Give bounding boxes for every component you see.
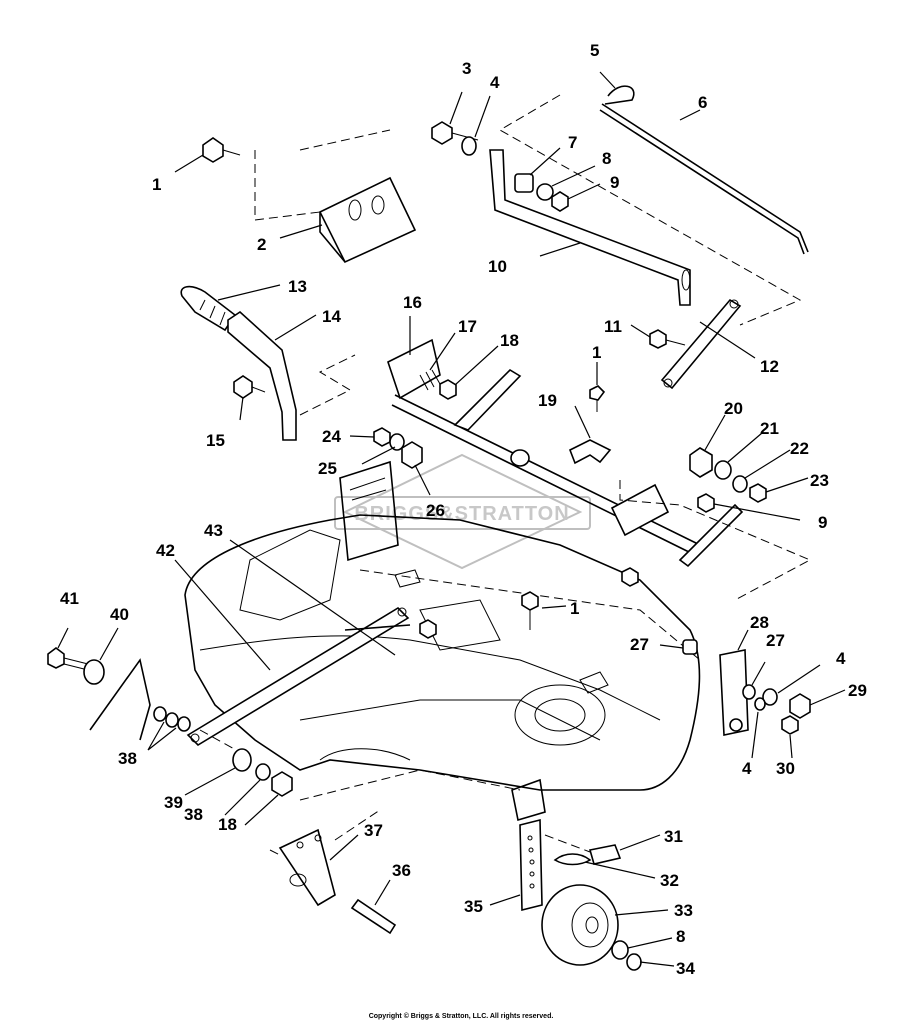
callout-34: 34 [676,959,695,978]
callout-32: 32 [660,871,679,890]
callout-26: 26 [426,501,445,520]
callout-18: 18 [500,331,519,350]
callout-4-right: 4 [836,649,846,668]
callout-17: 17 [458,317,477,336]
callout-10: 10 [488,257,507,276]
callout-9: 9 [610,173,619,192]
callout-20: 20 [724,399,743,418]
part-1-bolt-lower [521,567,639,630]
callout-3: 3 [462,59,471,78]
callout-37: 37 [364,821,383,840]
part-37-bracket [269,809,381,907]
callout-8-lower: 8 [676,927,685,946]
wheel-hardware [611,937,675,971]
callout-12: 12 [760,357,779,376]
part-14-handle-lever [227,310,356,441]
callout-11: 11 [604,317,622,336]
part-5-pin [599,71,635,105]
hardware-top [174,91,601,212]
mower-deck [184,514,701,801]
part-42-arm [174,559,410,747]
mount-plate [339,460,399,562]
callout-27: 27 [630,635,649,654]
callout-36: 36 [392,861,411,880]
part-15-bolt [233,375,266,421]
part-36-axle [350,879,397,935]
shaft-assembly [387,316,744,568]
callout-39: 39 [164,793,183,812]
right-hardware [659,629,846,759]
callout-6: 6 [698,93,707,112]
callout-30: 30 [776,759,795,778]
callout-22: 22 [790,439,809,458]
callout-16: 16 [403,293,422,312]
part-32-clip [553,853,656,879]
callout-38-lower: 38 [184,805,203,824]
callout-25: 25 [318,459,337,478]
part-2-bracket [254,129,417,264]
callout-31: 31 [664,827,683,846]
watermark-logo: BRIGGS&STRATTON [334,453,591,570]
callout-27-right: 27 [766,631,785,650]
callout-33: 33 [674,901,693,920]
part-31-bolt [544,834,661,865]
callout-5: 5 [590,41,599,60]
callout-41: 41 [60,589,79,608]
callout-28: 28 [750,613,769,632]
callout-1: 1 [152,175,161,194]
hardware-right [349,414,812,601]
callout-19: 19 [538,391,557,410]
callout-15: 15 [206,431,225,450]
copyright-notice: Copyright © Briggs & Stratton, LLC. All … [368,1013,554,1020]
callout-1-lower: 1 [570,599,579,618]
callout-labels: 1 2 3 4 5 6 7 8 9 10 11 12 13 14 15 16 1… [60,41,867,978]
callout-7: 7 [568,133,577,152]
part-43-arm [229,539,437,656]
callout-4-lower: 4 [742,759,752,778]
callout-13: 13 [288,277,307,296]
callout-40: 40 [110,605,129,624]
part-6-rod [498,94,809,326]
callout-38: 38 [118,749,137,768]
callout-24: 24 [322,427,341,446]
callout-9-lower: 9 [818,513,827,532]
callout-8: 8 [602,149,611,168]
callout-43: 43 [204,521,223,540]
callout-42: 42 [156,541,175,560]
callout-4: 4 [490,73,500,92]
part-33-wheel [541,884,669,966]
callout-2: 2 [257,235,266,254]
callout-29: 29 [848,681,867,700]
callout-14: 14 [322,307,341,326]
callout-35: 35 [464,897,483,916]
callout-1-mid: 1 [592,343,601,362]
callout-21: 21 [760,419,779,438]
callout-18-lower: 18 [218,815,237,834]
part-10-bracket [489,149,691,306]
left-hardware [47,627,246,756]
callout-23: 23 [810,471,829,490]
lower-left-hardware [184,748,293,826]
watermark-text: BRIGGS&STRATTON [354,503,569,525]
part-35-wheel-bracket [489,778,546,912]
part-12-link [630,298,756,390]
